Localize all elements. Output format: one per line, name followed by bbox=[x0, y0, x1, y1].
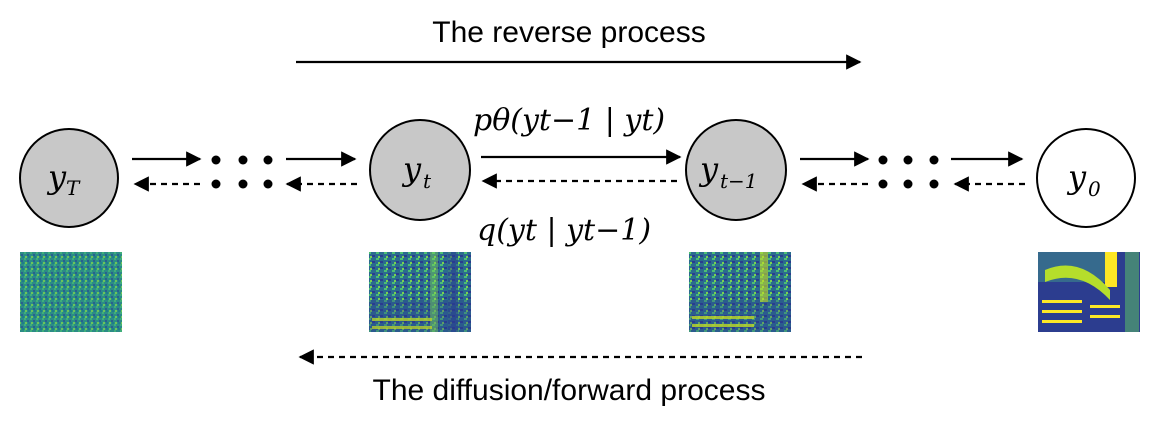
forward-equation: q(yt | yt−1) bbox=[477, 213, 651, 248]
svg-text:T: T bbox=[66, 176, 81, 200]
node-y-t: y t bbox=[369, 119, 471, 221]
reverse-process-title: The reverse process bbox=[432, 16, 705, 49]
spectrogram-clean-y0 bbox=[1038, 252, 1140, 332]
node-y-t-minus-1: y t−1 bbox=[685, 119, 787, 221]
spectrogram-noise-yT bbox=[20, 252, 122, 332]
svg-text:y: y bbox=[401, 150, 422, 188]
svg-text:t: t bbox=[423, 169, 432, 193]
ellipsis-dots-right bbox=[878, 155, 939, 189]
svg-text:0: 0 bbox=[1088, 177, 1101, 201]
svg-text:t−1: t−1 bbox=[720, 169, 758, 193]
reverse-equation: pθ(yt−1 | yt) bbox=[473, 103, 665, 138]
svg-text:y: y bbox=[698, 150, 719, 188]
svg-text:y: y bbox=[46, 158, 67, 196]
ellipsis-dots-left bbox=[211, 155, 273, 189]
spectrogram-yt bbox=[369, 252, 471, 332]
node-y-T: y T bbox=[19, 128, 119, 228]
spectrogram-yt-minus-1 bbox=[689, 252, 791, 332]
forward-process-title: The diffusion/forward process bbox=[373, 374, 766, 407]
svg-text:y: y bbox=[1066, 158, 1087, 196]
node-y-0: y 0 bbox=[1036, 128, 1136, 228]
